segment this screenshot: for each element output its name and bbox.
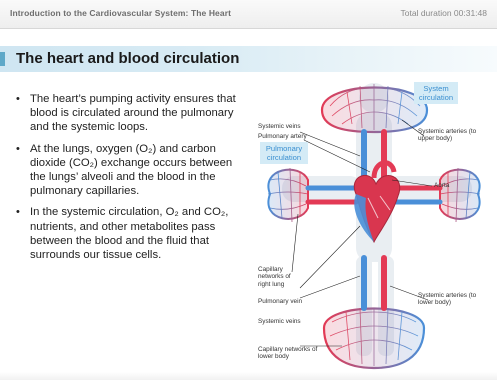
systemic-arteries-lower-label: Systemic arteries (to lower body) — [418, 292, 488, 307]
bullet-list: • The heart’s pumping activity ensures th… — [16, 92, 238, 269]
capillary-networks-right-lung-label: Capillary networks of right lung — [258, 266, 298, 288]
course-header-bar: Introduction to the Cardiovascular Syste… — [0, 0, 497, 29]
slide-title-bar: The heart and blood circulation — [0, 46, 497, 72]
systemic-arteries-upper-label: Systemic arteries (to upper body) — [418, 128, 488, 143]
aorta-label: Aorta — [434, 182, 449, 189]
circulation-diagram: System circulation Pulmonary circulation… — [252, 76, 497, 372]
course-title: Introduction to the Cardiovascular Syste… — [10, 8, 231, 18]
systemic-veins-top-label: Systemic veins — [258, 123, 301, 130]
title-accent-bar — [0, 52, 5, 66]
slide-bottom-edge — [0, 372, 497, 380]
lower-body-capillaries — [324, 308, 424, 368]
circulation-illustration — [252, 76, 497, 372]
upper-body-capillaries — [322, 84, 427, 132]
right-lung-capillaries — [268, 168, 308, 222]
bullet-text: At the lungs, oxygen (O₂) and carbon dio… — [30, 143, 232, 198]
bullet-dot-icon: • — [16, 142, 20, 156]
bullet-item: • The heart’s pumping activity ensures th… — [16, 92, 238, 135]
left-lung-capillaries — [440, 168, 480, 222]
bullet-text: In the systemic circulation, O₂ and CO₂,… — [30, 206, 228, 261]
pulmonary-circulation-label: Pulmonary circulation — [260, 142, 308, 164]
capillary-networks-lower-body-label: Capillary networks of lower body — [258, 346, 324, 361]
system-circulation-label: System circulation — [414, 82, 458, 104]
pulmonary-vein-label: Pulmonary vein — [258, 298, 302, 305]
bullet-item: • In the systemic circulation, O₂ and CO₂… — [16, 205, 238, 262]
systemic-veins-bottom-label: Systemic veins — [258, 318, 301, 325]
bullet-dot-icon: • — [16, 205, 20, 219]
bullet-dot-icon: • — [16, 92, 20, 106]
slide-title: The heart and blood circulation — [16, 50, 239, 67]
total-duration: Total duration 00:31:48 — [401, 8, 487, 18]
bullet-text: The heart’s pumping activity ensures tha… — [30, 93, 236, 133]
pulmonary-artery-label: Pulmonary artery — [258, 133, 307, 140]
bullet-item: • At the lungs, oxygen (O₂) and carbon di… — [16, 142, 238, 199]
